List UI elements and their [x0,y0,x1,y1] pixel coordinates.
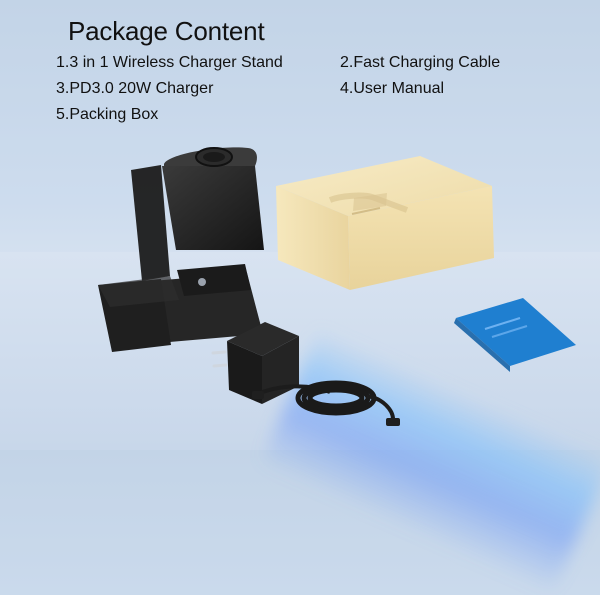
content-list: 1.3 in 1 Wireless Charger Stand 2.Fast C… [56,54,536,134]
packing-box [276,156,494,290]
page-title: Package Content [68,16,265,46]
user-manual [454,298,576,372]
package-illustration [98,147,576,426]
content-item: 1.3 in 1 Wireless Charger Stand [56,54,283,71]
content-item: 4.User Manual [340,80,445,97]
content-item: 5.Packing Box [56,106,159,123]
charging-cable [252,380,400,426]
content-item: 2.Fast Charging Cable [340,54,501,71]
content-item: 3.PD3.0 20W Charger [56,80,214,97]
charger-stand [98,147,264,352]
